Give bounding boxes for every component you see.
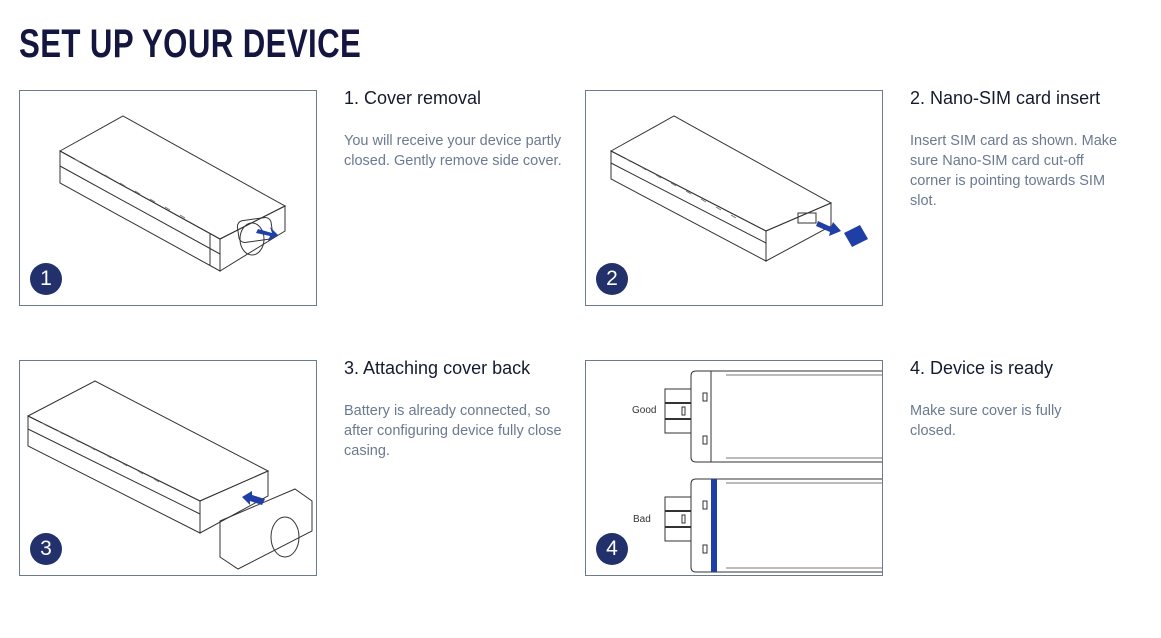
sim-insert-drawing (609, 115, 868, 262)
step-4-text: 4. Device is ready Make sure cover is fu… (910, 355, 1110, 441)
step-number-badge: 2 (596, 263, 628, 295)
step-title: 2. Nano-SIM card insert (910, 88, 1101, 108)
step-number-badge: 4 (596, 533, 628, 565)
step-description: You will receive your device partly clos… (344, 133, 562, 169)
sim-card-icon (844, 225, 868, 247)
step-1-illustration: 1 (19, 90, 317, 306)
step-3-illustration: 3 (19, 360, 317, 576)
step-2-text: 2. Nano-SIM card insert Insert SIM card … (910, 85, 1125, 211)
step-title: 3. Attaching cover back (344, 358, 531, 378)
step-description: Insert SIM card as shown. Make sure Nano… (910, 133, 1118, 209)
step-description: Make sure cover is fully closed. (910, 403, 1062, 439)
cover-check-drawing: Good Bad (632, 370, 882, 573)
arrow-icon (816, 221, 841, 236)
device-cover-removal-drawing (58, 115, 287, 272)
attach-cover-drawing (26, 380, 313, 570)
good-label: Good (632, 405, 656, 416)
step-number-badge: 3 (30, 533, 62, 565)
arrow-icon (242, 491, 265, 505)
page-title: SET UP YOUR DEVICE (19, 22, 362, 66)
step-description: Battery is already connected, so after c… (344, 403, 562, 459)
step-title: 4. Device is ready (910, 358, 1054, 378)
step-3-text: 3. Attaching cover back Battery is alrea… (344, 355, 564, 461)
step-4-illustration: Good Bad 4 (585, 360, 883, 576)
step-2-illustration: 2 (585, 90, 883, 306)
gap-indicator (711, 479, 717, 572)
step-title: 1. Cover removal (344, 88, 482, 108)
step-1-text: 1. Cover removal You will receive your d… (344, 85, 564, 171)
bad-label: Bad (633, 514, 651, 525)
step-number-badge: 1 (30, 263, 62, 295)
arrow-icon (256, 227, 278, 241)
